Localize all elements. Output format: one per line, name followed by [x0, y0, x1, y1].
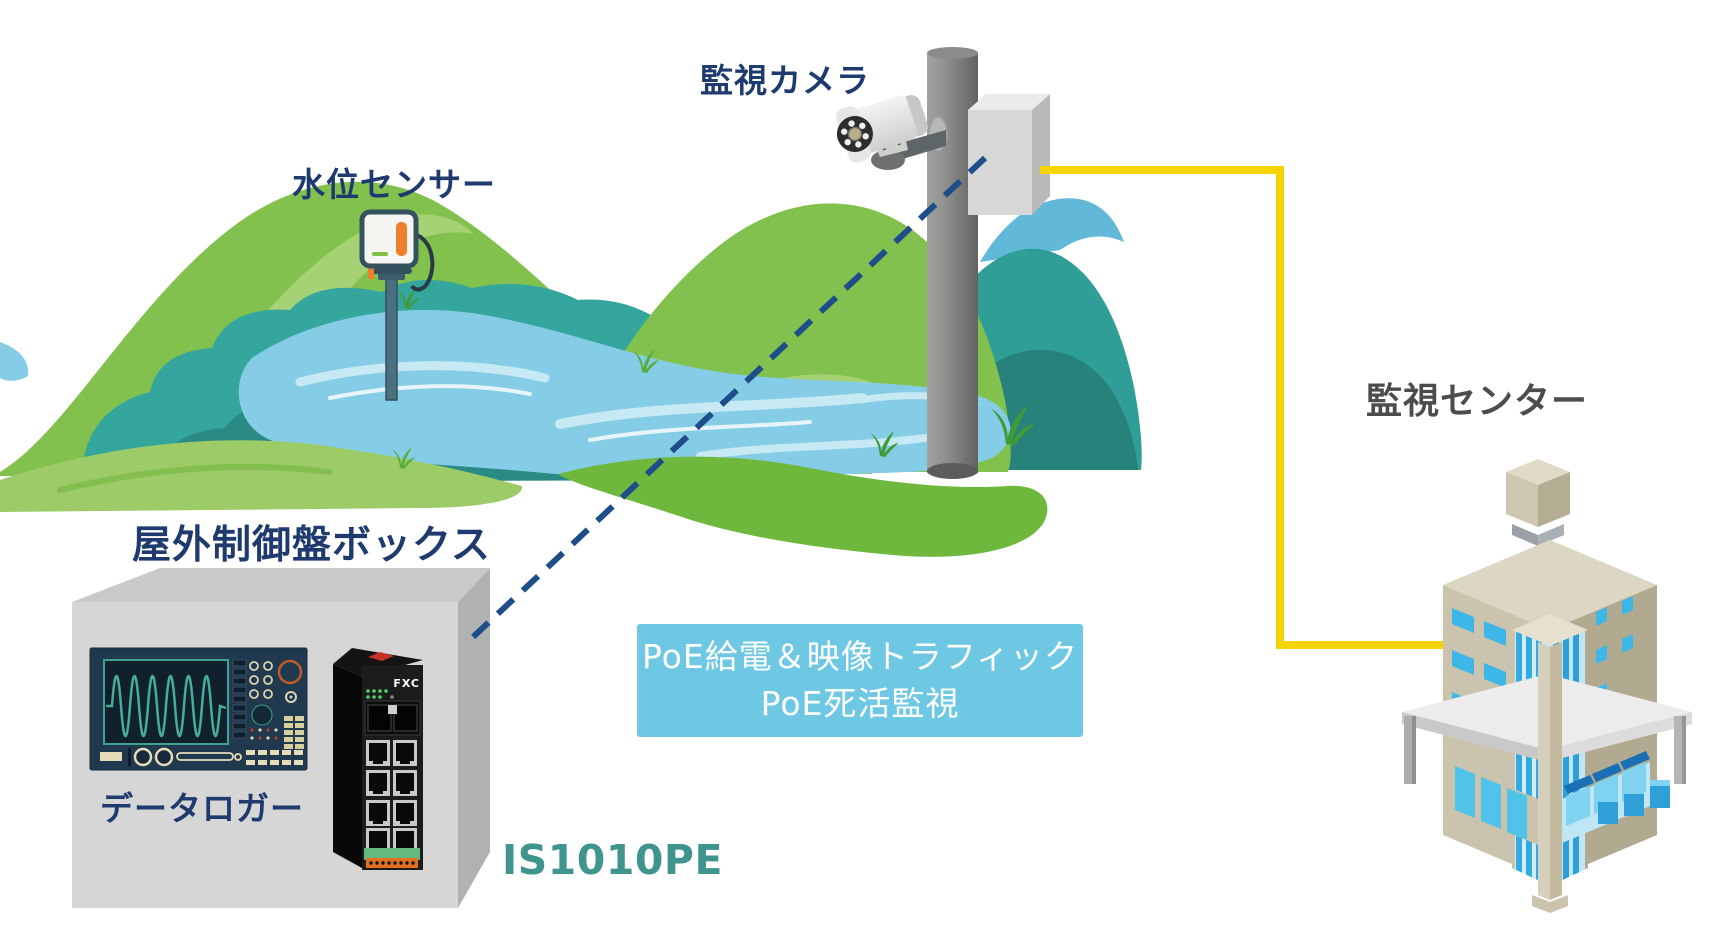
poe-dashed-link [469, 155, 988, 641]
surveillance-camera-label: 監視カメラ [700, 61, 870, 100]
poe-info-box: PoE給電＆映像トラフィック PoE死活監視 [637, 624, 1083, 737]
junction-box [968, 94, 1050, 215]
sensor-crossbar [370, 268, 412, 274]
data-logger-device [89, 647, 308, 771]
data-logger-waveform [106, 674, 227, 738]
monitoring-center-building [1402, 459, 1692, 913]
landscape [0, 181, 1142, 557]
sensor-orange-pad [396, 222, 407, 256]
data-logger-knob-large [277, 659, 303, 685]
base-kiosks [1598, 780, 1670, 824]
outdoor-control-box-label: 屋外制御盤ボックス [132, 523, 491, 568]
poe-switch-device: FXC [333, 648, 423, 870]
river [238, 310, 1011, 482]
sensor-pole [385, 259, 398, 401]
left-foreground-streak [57, 463, 333, 493]
switch-red-component [368, 652, 394, 661]
monitoring-center-label: 監視センター [1366, 381, 1589, 422]
data-logger-label: データロガー [100, 789, 304, 828]
switch-leds [366, 689, 394, 699]
sensor-indicator [372, 252, 388, 256]
blue-mountain [980, 198, 1124, 262]
poe-info-line1: PoE給電＆映像トラフィック [641, 636, 1079, 676]
control-box-side [458, 568, 490, 908]
poe-info-line2: PoE死活監視 [760, 683, 960, 723]
entrance-awnings [1564, 751, 1650, 794]
canopy-legs [1404, 716, 1686, 784]
switch-top-face [333, 648, 423, 677]
switch-brand-text: FXC [393, 677, 420, 690]
switch-terminal-block [364, 848, 420, 860]
switch-side-face [333, 664, 362, 868]
water-level-sensor [359, 209, 435, 401]
water-level-sensor-label: 水位センサー [292, 165, 496, 204]
camera-lens [847, 126, 863, 142]
lan-cable [1040, 166, 1448, 649]
left-water-edge [0, 342, 29, 381]
control-box-top [72, 568, 490, 602]
switch-model-label: IS1010PE [502, 836, 723, 884]
sensor-orange-clip [368, 266, 374, 279]
left-foreground [0, 440, 523, 512]
surveillance-camera [836, 95, 948, 170]
sensor-housing [359, 209, 419, 269]
sensor-cable [410, 232, 435, 292]
data-logger-knob-dark [251, 704, 273, 726]
right-foreground [558, 456, 1048, 557]
